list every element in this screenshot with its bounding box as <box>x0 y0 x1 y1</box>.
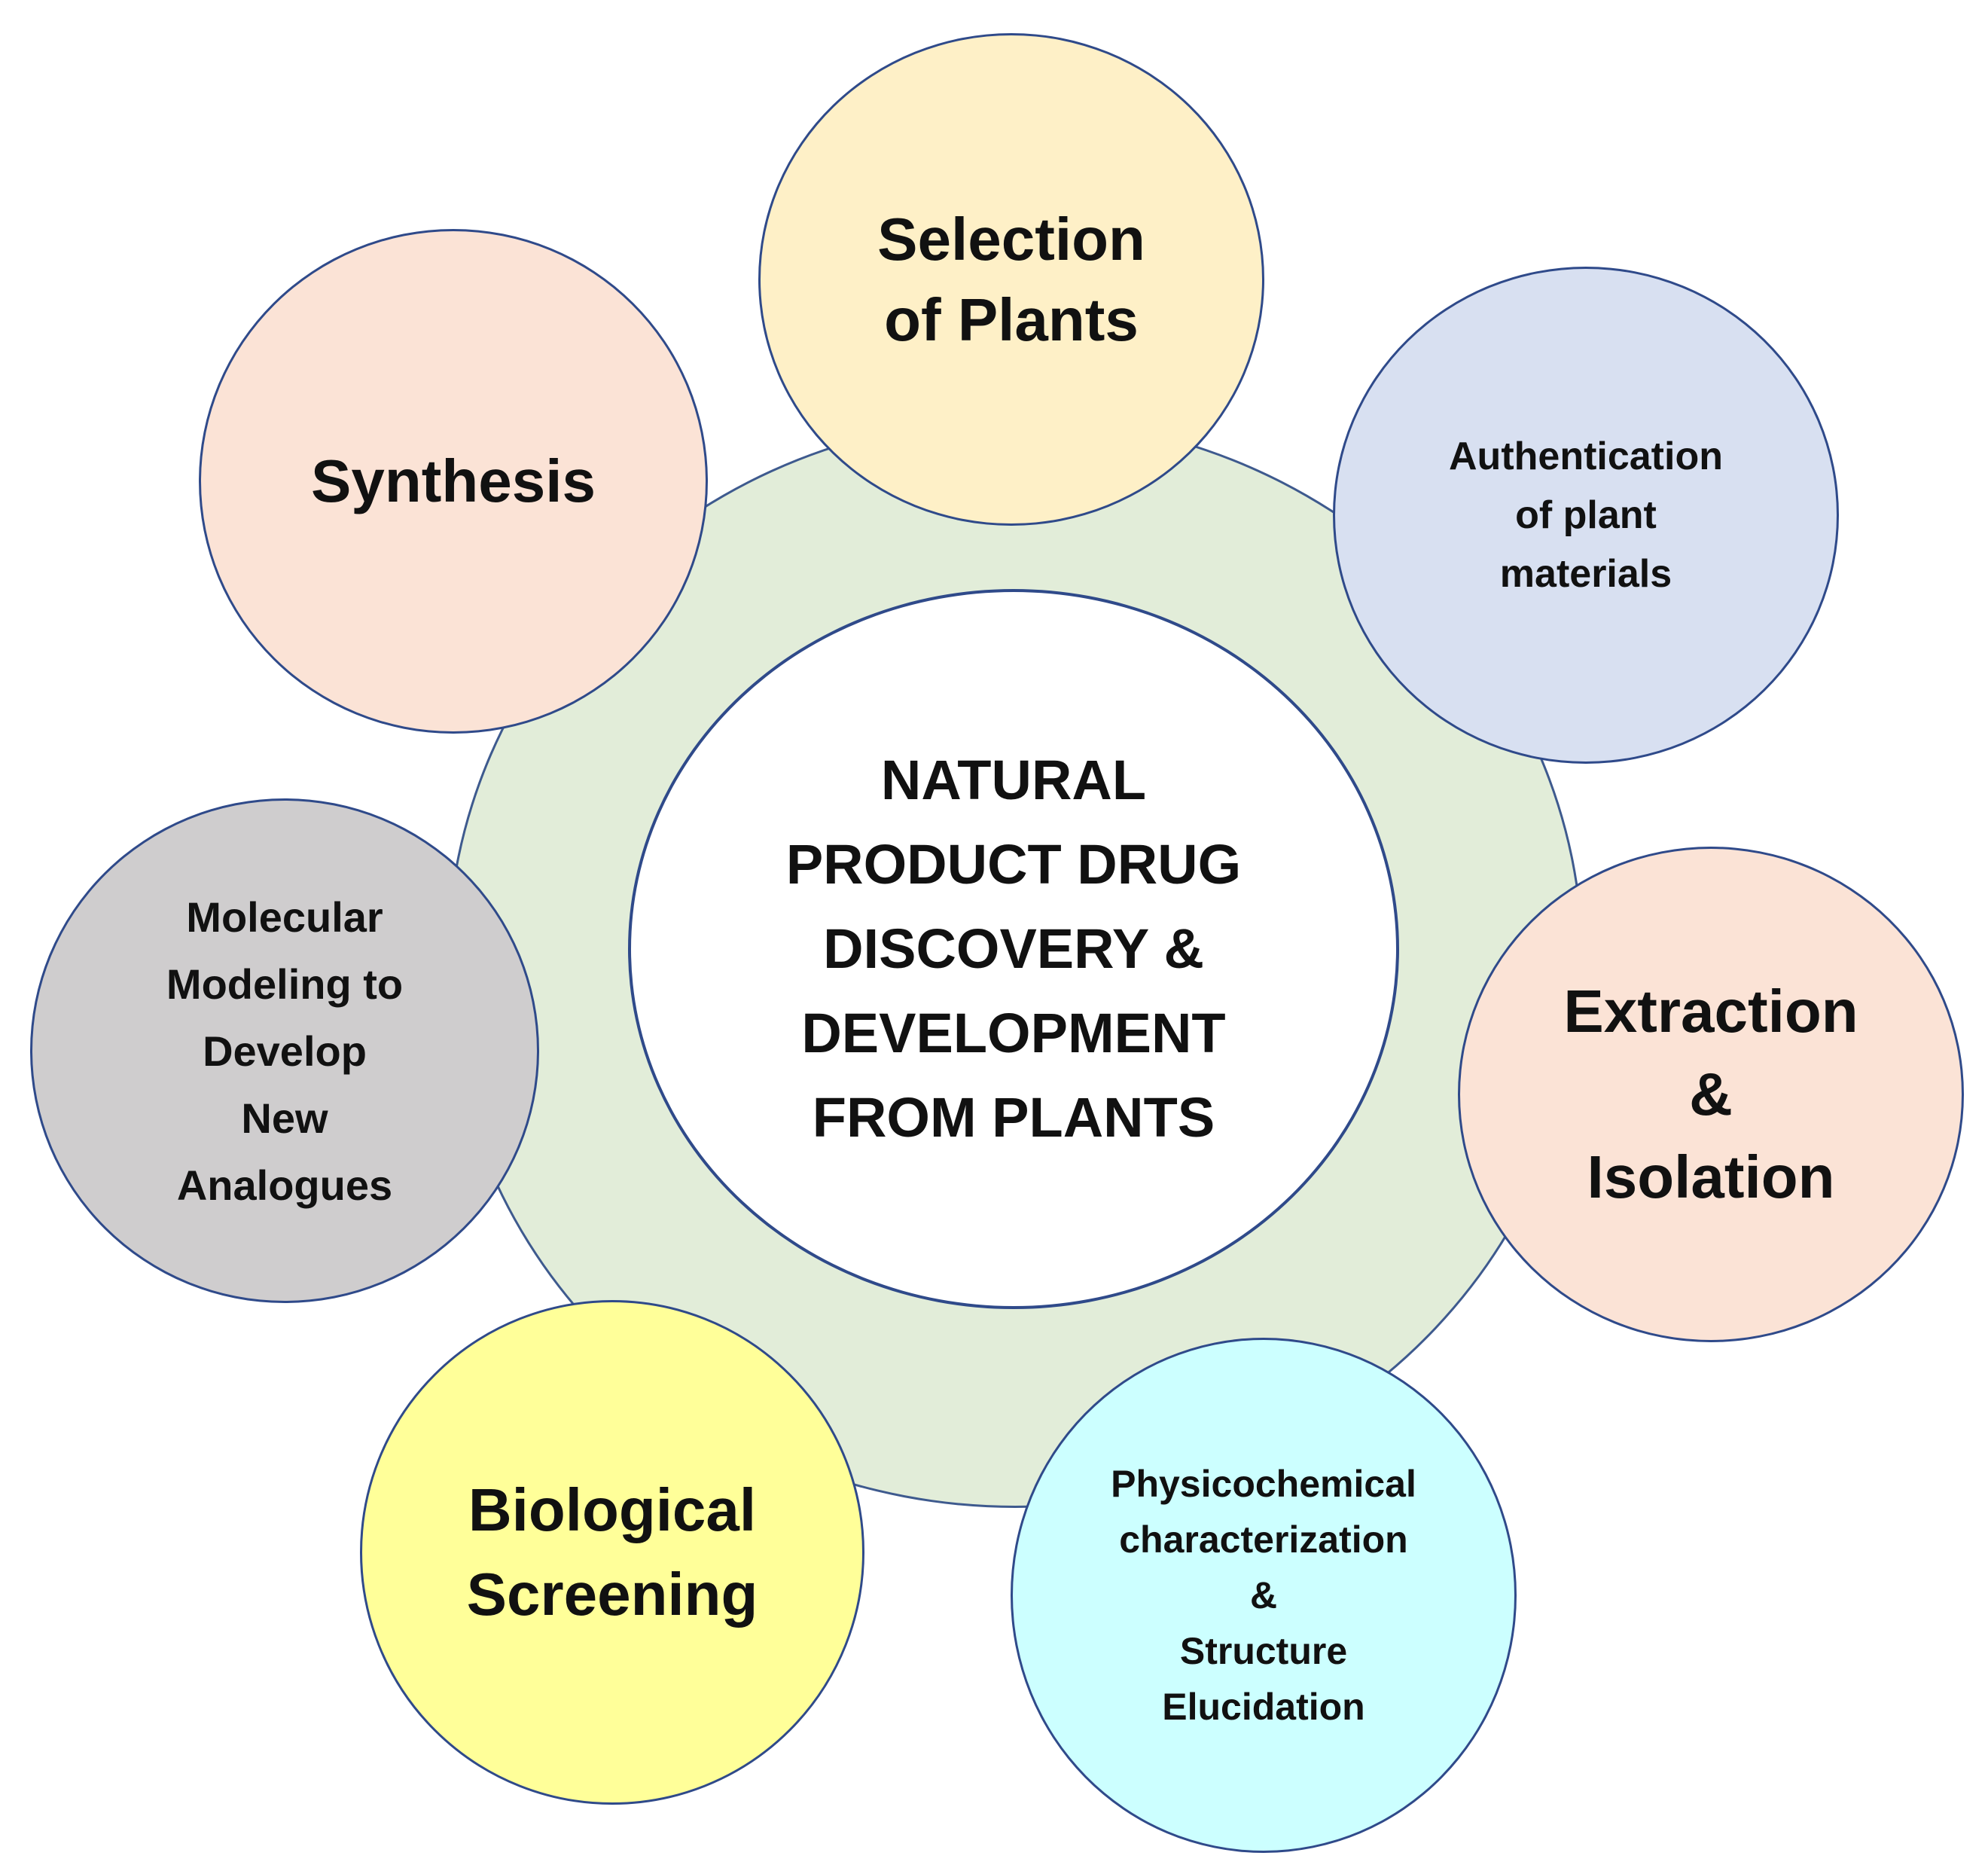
node-biological-screening: Biological Screening <box>360 1300 864 1805</box>
node-label: Authentication of plant materials <box>1449 435 1723 596</box>
node-synthesis: Synthesis <box>199 229 708 734</box>
center-label: NATURAL PRODUCT DRUG DISCOVERY & DEVELOP… <box>785 749 1242 1149</box>
node-label: Biological Screening <box>466 1476 758 1628</box>
node-extraction-isolation: Extraction & Isolation <box>1458 847 1964 1342</box>
node-molecular-modeling: Molecular Modeling to Develop New Analog… <box>30 798 539 1303</box>
node-label: Molecular Modeling to Develop New Analog… <box>166 893 404 1209</box>
node-label: Synthesis <box>311 447 596 514</box>
node-authentication: Authentication of plant materials <box>1333 267 1839 764</box>
node-label: Selection of Plants <box>877 206 1145 353</box>
node-label: Physicochemical characterization & Struc… <box>1111 1463 1416 1728</box>
node-label: Extraction & Isolation <box>1563 978 1858 1210</box>
node-physicochemical-characterization: Physicochemical characterization & Struc… <box>1011 1338 1517 1853</box>
center-circle: NATURAL PRODUCT DRUG DISCOVERY & DEVELOP… <box>628 589 1399 1309</box>
node-selection-of-plants: Selection of Plants <box>758 33 1264 526</box>
